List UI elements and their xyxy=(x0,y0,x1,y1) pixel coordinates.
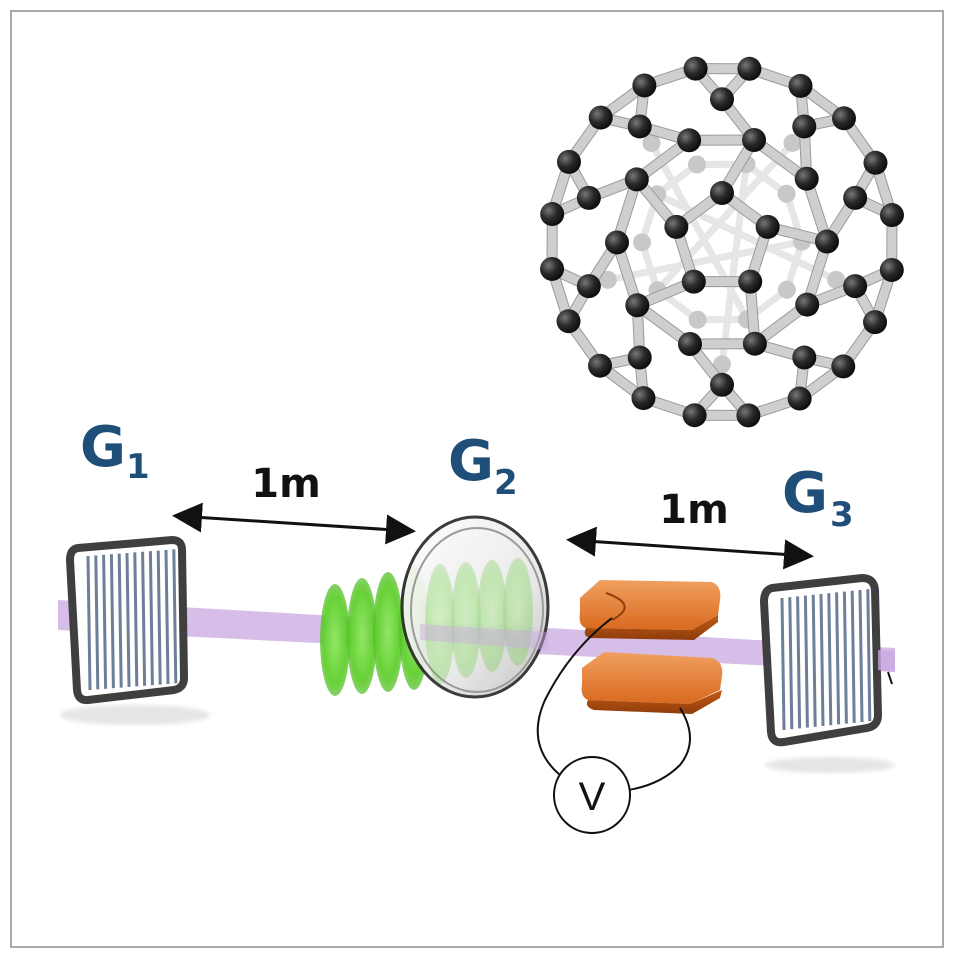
label-g1: G 1 xyxy=(80,415,150,487)
wire-top xyxy=(536,617,613,776)
electrode-bottom-icon xyxy=(581,652,723,714)
voltmeter-icon: V xyxy=(553,756,631,834)
svg-text:1: 1 xyxy=(126,447,150,487)
label-g2: G 2 xyxy=(448,429,518,503)
svg-text:3: 3 xyxy=(830,495,854,535)
svg-text:G: G xyxy=(80,415,126,480)
voltmeter-label: V xyxy=(579,775,606,819)
svg-text:G: G xyxy=(448,429,494,494)
svg-text:G: G xyxy=(782,461,828,526)
svg-text:2: 2 xyxy=(494,463,518,503)
distance-label-left: 1m xyxy=(251,461,321,507)
grating-g3-icon xyxy=(759,573,883,747)
grating-g1-icon xyxy=(65,535,189,705)
label-g3: G 3 xyxy=(782,461,854,535)
electrode-top-icon xyxy=(579,580,721,640)
wire-bottom xyxy=(627,707,691,791)
distance-arrow-right xyxy=(566,526,814,570)
distance-label-right: 1m xyxy=(659,487,729,533)
distance-arrow-left xyxy=(172,502,416,545)
fullerene-molecule-icon xyxy=(540,56,904,428)
